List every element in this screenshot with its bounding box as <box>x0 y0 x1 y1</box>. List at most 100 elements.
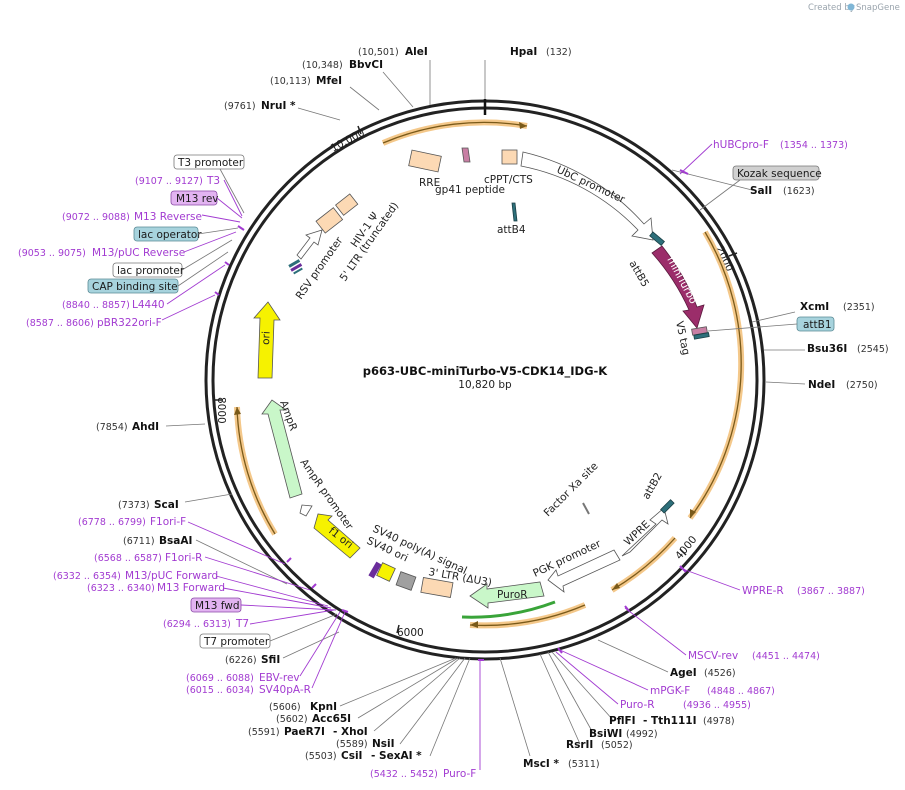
puror-green-arc <box>461 600 556 619</box>
site-agei-name: AgeI <box>670 667 697 679</box>
site-csii[interactable]: (5503) CsiI - SexAI * <box>305 750 422 762</box>
primer-t3-name: T3 <box>206 175 220 187</box>
site-kpni-pos: (5606) <box>269 702 301 713</box>
site-sali-name: SalI <box>750 185 772 197</box>
primer-mscv-rev-range: (4451 .. 4474) <box>752 651 820 662</box>
t3-promoter-label: T3 promoter <box>177 157 244 169</box>
site-ahdi[interactable]: (7854) AhdI <box>96 421 159 433</box>
site-alei-pos: (10,501) <box>358 47 399 58</box>
t3-promoter-box[interactable]: T3 promoter <box>173 154 245 170</box>
site-nsii[interactable]: (5589) NsiI <box>336 738 395 750</box>
site-kpni[interactable]: (5606) KpnI <box>269 701 337 713</box>
site-pflfi[interactable]: PflFI - Tth111I (4978) <box>609 715 735 727</box>
primer-f1ori-f[interactable]: (6778 .. 6799) F1ori-F <box>78 516 186 528</box>
primer-f1ori-r[interactable]: (6568 .. 6587) F1ori-R <box>94 552 202 564</box>
site-rsrii[interactable]: RsrII (5052) <box>566 739 633 751</box>
site-msci-name: MscI * <box>523 758 559 770</box>
site-rsrii-pos: (5052) <box>601 740 633 751</box>
site-scai-name: ScaI <box>154 499 179 511</box>
primer-l4440-range: (8840 .. 8857) <box>62 300 130 311</box>
site-scai-pos: (7373) <box>118 500 150 511</box>
cppt-feature: cPPT/CTS <box>484 149 533 186</box>
m13-rev-box[interactable]: M13 rev <box>170 190 219 206</box>
primer-sv40pa-r[interactable]: (6015 .. 6034) SV40pA-R <box>186 684 311 696</box>
primer-mpgk-f[interactable]: mPGK-F (4848 .. 4867) <box>650 685 775 697</box>
puror-feature: PuroR <box>469 581 545 609</box>
primer-t3[interactable]: (9107 .. 9127) T3 <box>135 175 220 187</box>
primer-m13puc-reverse[interactable]: (9053 .. 9075) M13/pUC Reverse <box>18 247 185 259</box>
site-bsaai[interactable]: (6711) BsaAI <box>123 535 192 547</box>
site-mfei[interactable]: (10,113) MfeI <box>270 75 342 87</box>
primer-m13-forward-range: (6323 .. 6340) <box>87 583 155 594</box>
site-bbvci-pos: (10,348) <box>302 60 343 71</box>
site-scai[interactable]: (7373) ScaI <box>118 499 179 511</box>
kozak-box[interactable]: Kozak sequence <box>732 165 822 181</box>
ruler-label-8000: 8000 <box>215 397 227 424</box>
primer-puro-r[interactable]: Puro-R (4936 .. 4955) <box>620 699 751 711</box>
v5-tag-feature: V5 tag <box>673 320 710 356</box>
primer-mscv-rev[interactable]: MSCV-rev (4451 .. 4474) <box>688 650 820 662</box>
site-xcmi-pos: (2351) <box>843 302 875 313</box>
orange-arcs <box>234 119 745 629</box>
lac-promoter-box[interactable]: lac promoter <box>112 262 185 278</box>
site-acc65i[interactable]: (5602) Acc65I <box>276 713 351 725</box>
site-nrui[interactable]: (9761) NruI * <box>224 100 296 112</box>
primer-l4440[interactable]: (8840 .. 8857) L4440 <box>62 299 165 311</box>
primer-m13-forward[interactable]: (6323 .. 6340) M13 Forward <box>87 582 225 594</box>
factor-xa-label: Factor Xa site <box>542 460 601 519</box>
m13-fwd-box[interactable]: M13 fwd <box>190 597 242 613</box>
lac-feature-marks <box>288 259 303 275</box>
cap-site-box[interactable]: CAP binding site <box>87 278 179 294</box>
primer-hubcpro-f-range: (1354 .. 1373) <box>780 140 848 151</box>
primer-puro-f[interactable]: (5432 .. 5452) Puro-F <box>370 768 476 780</box>
site-bsu36i[interactable]: Bsu36I (2545) <box>807 343 889 355</box>
site-paer7i[interactable]: (5591) PaeR7I - XhoI <box>248 726 368 738</box>
primer-connectors <box>161 143 741 770</box>
m13-rev-label: M13 rev <box>176 193 219 205</box>
t7-promoter-connector <box>269 613 338 642</box>
site-paer7i-pos: (5591) <box>248 727 280 738</box>
primer-t7[interactable]: (6294 .. 6313) T7 <box>163 618 249 630</box>
credit-prefix: Created by <box>808 3 855 13</box>
primer-m13puc-forward[interactable]: (6332 .. 6354) M13/pUC Forward <box>53 570 218 582</box>
lac-operator-connector <box>197 227 239 235</box>
primer-wpre-r[interactable]: WPRE-R (3867 .. 3887) <box>742 585 865 597</box>
primer-pbr322ori-f[interactable]: (8587 .. 8606) pBR322ori-F <box>26 317 162 329</box>
rre-feature: RRE <box>408 149 442 189</box>
kozak-label: Kozak sequence <box>737 168 822 180</box>
site-xcmi[interactable]: XcmI (2351) <box>800 301 875 313</box>
lac-operator-box[interactable]: lac operator <box>133 226 202 242</box>
ubc-promoter-feature: UbC promoter <box>520 151 654 241</box>
site-msci[interactable]: MscI * (5311) <box>523 758 600 770</box>
site-hpai[interactable]: HpaI (132) <box>510 46 572 58</box>
ruler-label-6000: 6000 <box>397 627 424 639</box>
t7-promoter-box[interactable]: T7 promoter <box>199 633 271 649</box>
attb1-box[interactable]: attB1 <box>796 316 835 332</box>
primer-f1ori-f-name: F1ori-F <box>150 516 186 528</box>
site-alei[interactable]: (10,501) AleI <box>358 46 428 58</box>
primer-m13-reverse[interactable]: (9072 .. 9088) M13 Reverse <box>62 211 202 223</box>
primer-m13puc-reverse-name: M13/pUC Reverse <box>92 247 185 259</box>
primer-ebv-rev[interactable]: (6069 .. 6088) EBV-rev <box>186 672 300 684</box>
site-bbvci[interactable]: (10,348) BbvCI <box>302 59 383 71</box>
site-bbvci-name: BbvCI <box>349 59 383 71</box>
site-sali[interactable]: SalI (1623) <box>750 185 815 197</box>
site-agei[interactable]: AgeI (4526) <box>670 667 736 679</box>
cppt-label: cPPT/CTS <box>484 174 533 186</box>
sv40-feature-marks <box>368 561 417 591</box>
site-tth111i-pos: (4978) <box>703 716 735 727</box>
primer-hubcpro-f[interactable]: hUBCpro-F (1354 .. 1373) <box>713 139 848 151</box>
t3-promoter-connector <box>219 168 245 214</box>
primer-ebv-rev-range: (6069 .. 6088) <box>186 673 254 684</box>
primer-f1ori-r-range: (6568 .. 6587) <box>94 553 162 564</box>
site-sfii[interactable]: (6226) SfiI <box>225 654 280 666</box>
site-nrui-pos: (9761) <box>224 101 256 112</box>
primer-t7-range: (6294 .. 6313) <box>163 619 231 630</box>
primer-pbr322ori-f-name: pBR322ori-F <box>97 317 162 329</box>
site-bsu36i-pos: (2545) <box>857 344 889 355</box>
primer-l4440-name: L4440 <box>132 299 165 311</box>
site-bsiwi[interactable]: BsiWI (4992) <box>589 728 658 740</box>
primer-m13-forward-name: M13 Forward <box>157 582 225 594</box>
site-ndei[interactable]: NdeI (2750) <box>808 379 878 391</box>
